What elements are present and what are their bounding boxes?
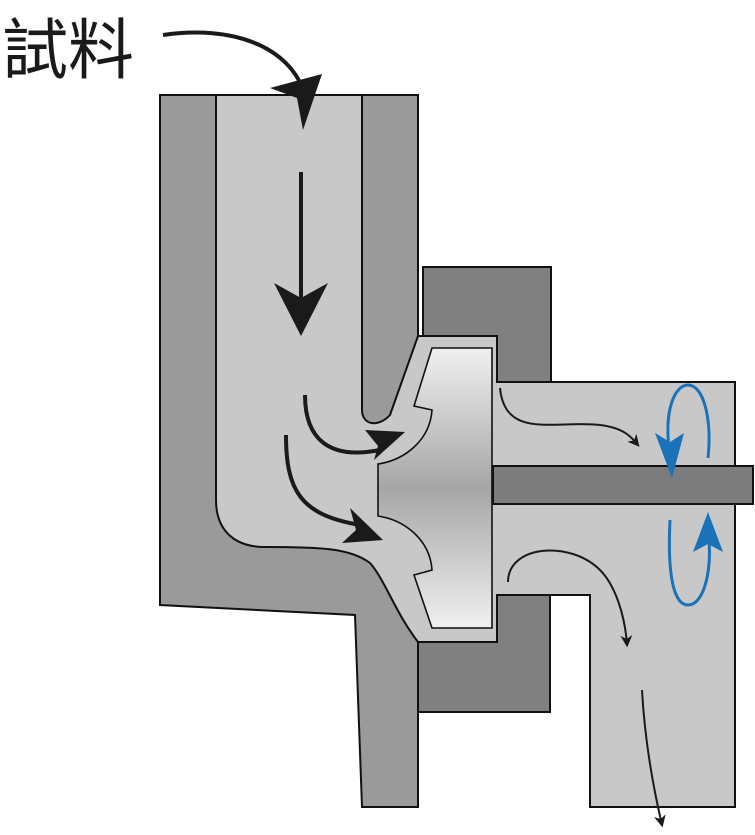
outlet-flow-arrow-upper [499,387,640,447]
flow-arrow-to-impeller-lower-head [342,508,383,543]
rotation-arrow [666,383,711,607]
downward-flow-arrow-head [274,283,328,336]
rotation-arrow-head-left [655,433,684,478]
inlet-flow-arrow-curve-head [270,74,322,130]
shaft [492,465,754,505]
flow-arrow-to-impeller-lower [284,434,361,527]
rotation-arrow-head-right [693,512,723,552]
outlet-flow-arrow-lower [507,549,633,648]
outlet-flow-arrow-exit [641,689,666,828]
impeller [377,347,493,629]
flow-arrow-to-impeller-upper-head [365,430,405,460]
flow-arrow-to-impeller-upper [303,394,381,455]
inlet-flow-arrow-curve [162,30,307,96]
sample-label: 試料 [2,12,134,89]
